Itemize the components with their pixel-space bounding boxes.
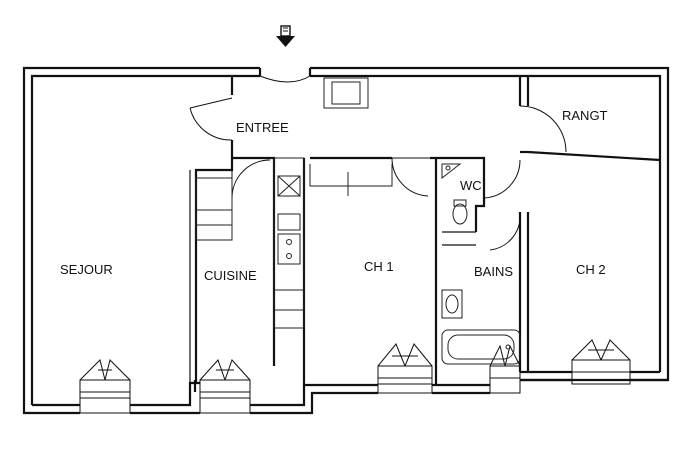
window-sejour: [79, 359, 131, 414]
room-label-cuisine: CUISINE: [204, 268, 257, 283]
window-ch2: [571, 339, 631, 385]
ch1-wardrobe: [309, 164, 393, 196]
window-cuisine: [199, 359, 251, 414]
entry-cupboard: [323, 77, 369, 109]
room-label-ch1: CH 1: [364, 259, 394, 274]
cuisine-cabinets: [195, 177, 233, 241]
window-bains: [489, 344, 521, 394]
windows: [79, 339, 631, 414]
wc-fixtures: [441, 163, 468, 225]
window-ch1: [377, 343, 433, 394]
room-label-wc: WC: [460, 178, 482, 193]
bains-fixtures: [441, 289, 521, 365]
exterior-walls: [22, 66, 670, 415]
fixtures: [195, 77, 521, 365]
room-label-sejour: SEJOUR: [60, 262, 113, 277]
room-label-ch2: CH 2: [576, 262, 606, 277]
room-labels: SEJOUR ENTREE CUISINE CH 1 WC BAINS RANG…: [60, 108, 608, 283]
entrance-arrow-icon: [276, 25, 295, 47]
kitchen-counter: [273, 157, 305, 329]
room-label-entree: ENTREE: [236, 120, 289, 135]
room-label-rangt: RANGT: [562, 108, 608, 123]
room-label-bains: BAINS: [474, 264, 513, 279]
doors: [189, 75, 567, 251]
